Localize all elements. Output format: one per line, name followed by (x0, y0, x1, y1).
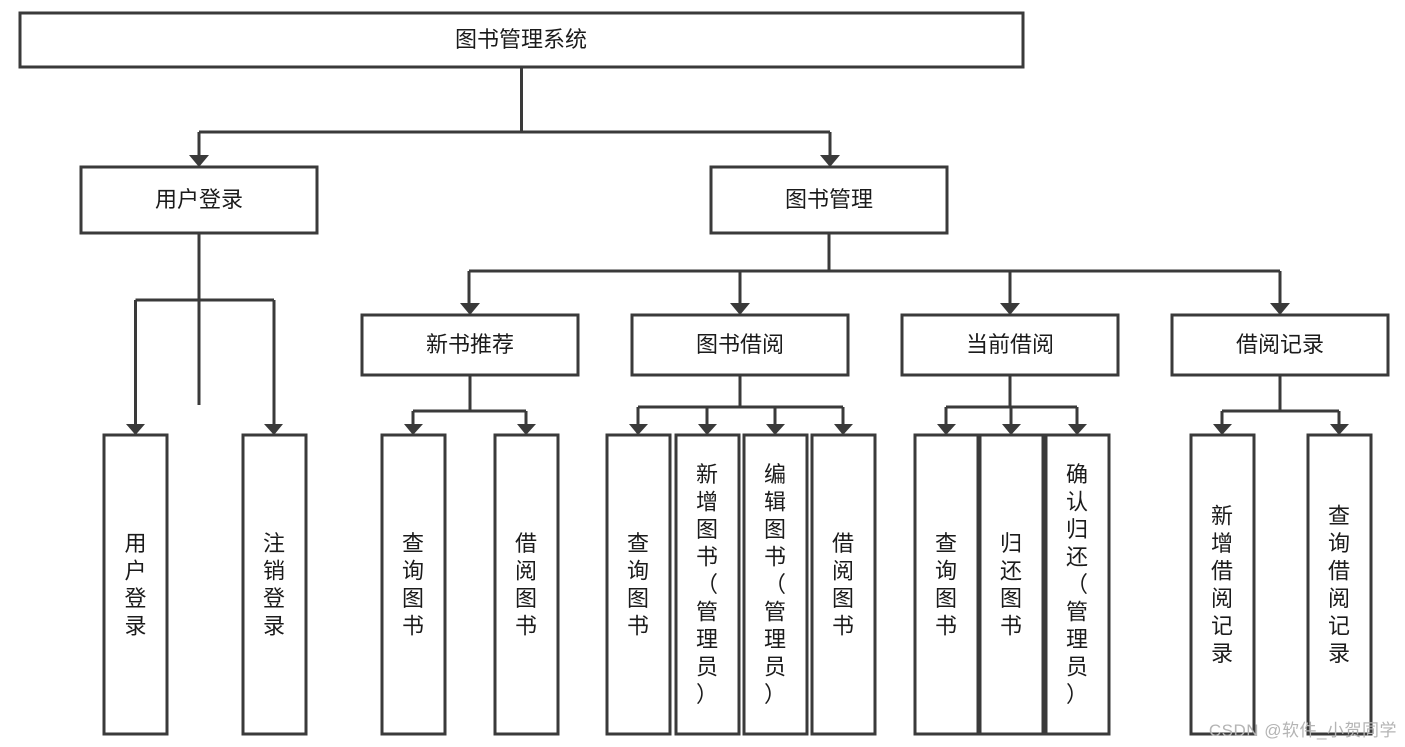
leaf-borrow-book-1-box[interactable] (493, 433, 560, 736)
leaf-user-login-box[interactable] (102, 433, 169, 736)
leaf-add-record-box[interactable] (1189, 433, 1256, 736)
node-book-borrow-label: 图书借阅 (696, 332, 784, 357)
leaf-return-book[interactable]: 归还图书 (978, 433, 1045, 736)
arrow-head-icon (820, 155, 840, 167)
leaf-confirm-return-label: 确认归还（管理员） (1066, 462, 1088, 707)
leaf-logout-box[interactable] (241, 433, 308, 736)
connector-layer (134, 67, 1341, 424)
connector-current-borrow-trunk (944, 375, 1079, 424)
leaf-borrow-book-2-label: 借阅图书 (832, 531, 854, 639)
leaf-query-record-label: 查询借阅记录 (1328, 503, 1350, 666)
leaf-add-book-label: 新增图书（管理员） (696, 462, 718, 707)
arrow-head-layer (126, 155, 1349, 435)
leaf-user-login[interactable]: 用户登录 (102, 433, 169, 736)
leaf-confirm-return[interactable]: 确认归还（管理员） (1044, 433, 1111, 736)
arrow-head-icon (1270, 303, 1290, 315)
node-new-book-recommend-label: 新书推荐 (426, 332, 514, 357)
node-root[interactable]: 图书管理系统 (18, 11, 1025, 69)
node-user-login[interactable]: 用户登录 (79, 165, 319, 235)
connector-user-login-trunk (134, 233, 276, 424)
node-borrow-record-label: 借阅记录 (1236, 332, 1324, 357)
arrow-head-icon (460, 303, 480, 315)
node-book-management[interactable]: 图书管理 (709, 165, 949, 235)
arrow-head-icon (834, 424, 853, 435)
leaf-borrow-book-2-box[interactable] (810, 433, 877, 736)
node-user-login-label: 用户登录 (155, 187, 243, 212)
leaf-query-book-1[interactable]: 查询图书 (380, 433, 447, 736)
leaf-query-record-box[interactable] (1306, 433, 1373, 736)
leaf-add-record[interactable]: 新增借阅记录 (1189, 433, 1256, 736)
leaf-add-book[interactable]: 新增图书（管理员） (674, 433, 741, 736)
leaf-borrow-book-1[interactable]: 借阅图书 (493, 433, 560, 736)
leaf-query-book-2-box[interactable] (605, 433, 672, 736)
leaf-query-book-1-label: 查询图书 (402, 531, 424, 639)
leaf-edit-book-label: 编辑图书（管理员） (764, 462, 786, 707)
arrow-head-icon (1330, 424, 1349, 435)
node-current-borrow-box[interactable] (900, 313, 1120, 377)
arrow-head-icon (1213, 424, 1232, 435)
csdn-watermark: CSDN @软件_小贺同学 (1208, 721, 1397, 740)
arrow-head-icon (517, 424, 536, 435)
connector-new-book-recommend-trunk (411, 375, 528, 424)
node-root-box[interactable] (18, 11, 1025, 69)
connector-root-trunk (197, 67, 832, 155)
node-book-borrow-box[interactable] (630, 313, 850, 377)
node-root-label: 图书管理系统 (455, 27, 587, 52)
leaf-query-book-3-box[interactable] (913, 433, 980, 736)
arrow-head-icon (1000, 303, 1020, 315)
leaf-query-book-3[interactable]: 查询图书 (913, 433, 980, 736)
connector-book-borrow-trunk (636, 375, 845, 424)
leaf-query-book-2[interactable]: 查询图书 (605, 433, 672, 736)
node-current-borrow-label: 当前借阅 (966, 332, 1054, 357)
arrow-head-icon (126, 424, 145, 435)
node-current-borrow[interactable]: 当前借阅 (900, 313, 1120, 377)
node-user-login-box[interactable] (79, 165, 319, 235)
connector-book-management-trunk (467, 233, 1282, 303)
leaf-add-book-box[interactable] (674, 433, 741, 736)
arrow-head-icon (264, 424, 283, 435)
node-book-borrow[interactable]: 图书借阅 (630, 313, 850, 377)
leaf-borrow-book-1-label: 借阅图书 (515, 531, 537, 639)
node-borrow-record[interactable]: 借阅记录 (1170, 313, 1390, 377)
node-borrow-record-box[interactable] (1170, 313, 1390, 377)
leaf-return-book-label: 归还图书 (1000, 531, 1022, 639)
leaf-confirm-return-box[interactable] (1044, 433, 1111, 736)
leaf-edit-book-box[interactable] (742, 433, 809, 736)
leaf-query-record[interactable]: 查询借阅记录 (1306, 433, 1373, 736)
node-new-book-recommend-box[interactable] (360, 313, 580, 377)
leaf-query-book-2-label: 查询图书 (627, 531, 649, 639)
node-book-management-label: 图书管理 (785, 187, 873, 212)
arrow-head-icon (629, 424, 648, 435)
arrow-head-icon (189, 155, 209, 167)
leaf-edit-book[interactable]: 编辑图书（管理员） (742, 433, 809, 736)
arrow-head-icon (766, 424, 785, 435)
leaf-add-record-label: 新增借阅记录 (1211, 503, 1233, 666)
leaf-borrow-book-2[interactable]: 借阅图书 (810, 433, 877, 736)
arrow-head-icon (730, 303, 750, 315)
leaf-user-login-label: 用户登录 (124, 531, 146, 639)
node-book-management-box[interactable] (709, 165, 949, 235)
arrow-head-icon (404, 424, 423, 435)
leaf-return-book-box[interactable] (978, 433, 1045, 736)
arrow-head-icon (1002, 424, 1021, 435)
arrow-head-icon (1068, 424, 1087, 435)
node-new-book-recommend[interactable]: 新书推荐 (360, 313, 580, 377)
leaf-logout[interactable]: 注销登录 (241, 433, 308, 736)
leaf-logout-label: 注销登录 (263, 531, 285, 639)
leaf-query-book-3-label: 查询图书 (935, 531, 957, 639)
arrow-head-icon (937, 424, 956, 435)
connector-borrow-record-trunk (1220, 375, 1341, 424)
leaf-query-book-1-box[interactable] (380, 433, 447, 736)
arrow-head-icon (698, 424, 717, 435)
